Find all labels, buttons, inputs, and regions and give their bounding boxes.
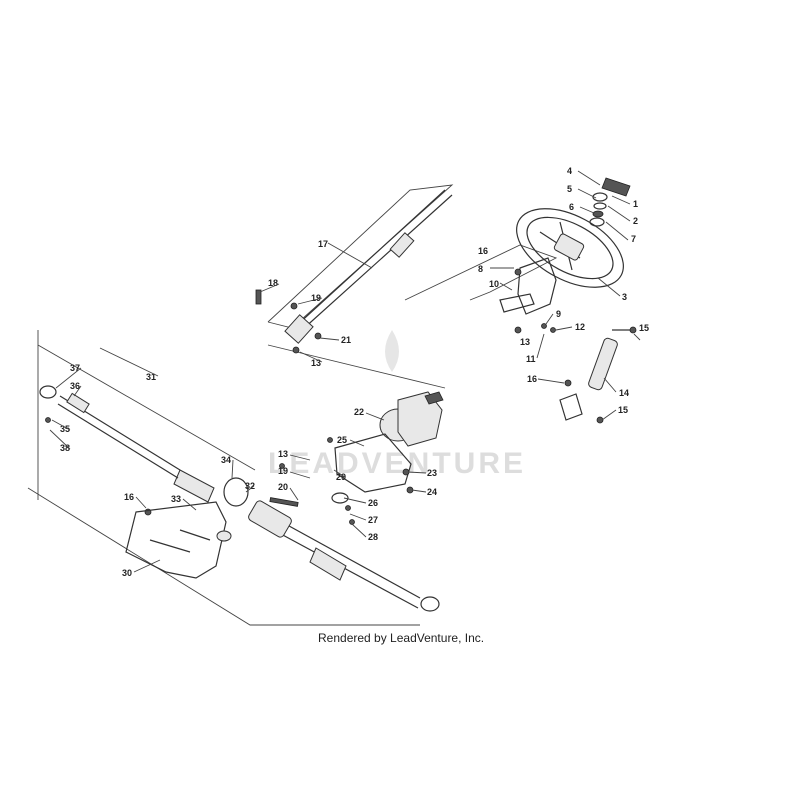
- callout-18: 18: [268, 278, 278, 288]
- steering-shaft: [255, 189, 453, 354]
- callout-4: 4: [567, 166, 572, 176]
- callout-38: 38: [60, 443, 70, 453]
- skid-plate: [125, 501, 232, 579]
- callout-13b: 13: [311, 358, 321, 368]
- callout-16a: 16: [478, 246, 488, 256]
- callout-15b: 15: [618, 405, 628, 415]
- callout-12: 12: [575, 322, 585, 332]
- callout-28: 28: [368, 532, 378, 542]
- flame-logo-icon: [385, 330, 399, 372]
- callout-19b: 19: [278, 466, 288, 476]
- callout-33: 33: [171, 494, 181, 504]
- callout-15a: 15: [639, 323, 649, 333]
- callout-30: 30: [122, 568, 132, 578]
- callout-22: 22: [354, 407, 364, 417]
- steering-damper: [559, 326, 637, 424]
- callout-10: 10: [489, 279, 499, 289]
- callout-5: 5: [567, 184, 572, 194]
- steering-rack: [39, 385, 440, 612]
- callout-21: 21: [341, 335, 351, 345]
- callout-24: 24: [427, 487, 437, 497]
- callout-13c: 13: [278, 449, 288, 459]
- callout-leaders: [49, 170, 641, 573]
- callout-14: 14: [619, 388, 629, 398]
- callout-2: 2: [633, 216, 638, 226]
- callout-20: 20: [278, 482, 288, 492]
- group-frames: [27, 184, 558, 626]
- callout-31: 31: [146, 372, 156, 382]
- power-steering-unit: [379, 391, 444, 447]
- frame-column: [404, 244, 558, 301]
- watermark: LEADVENTURE: [268, 330, 526, 480]
- callout-13a: 13: [520, 337, 530, 347]
- callout-7: 7: [631, 234, 636, 244]
- callout-19a: 19: [311, 293, 321, 303]
- rack-mount-bracket: [327, 433, 414, 525]
- callout-32: 32: [245, 481, 255, 491]
- callout-1: 1: [633, 199, 638, 209]
- callout-27: 27: [368, 515, 378, 525]
- watermark-text: LEADVENTURE: [268, 447, 526, 480]
- callout-23: 23: [427, 468, 437, 478]
- callout-35: 35: [60, 424, 70, 434]
- callout-11: 11: [526, 354, 536, 364]
- callout-16c: 16: [124, 492, 134, 502]
- callout-8: 8: [478, 264, 483, 274]
- frame-rack-bottom: [27, 487, 420, 626]
- callout-29: 29: [336, 472, 346, 482]
- callout-26: 26: [368, 498, 378, 508]
- callout-3: 3: [622, 292, 627, 302]
- callout-34: 34: [221, 455, 231, 465]
- render-credit: Rendered by LeadVenture, Inc.: [318, 631, 484, 645]
- callout-9: 9: [556, 309, 561, 319]
- frame-steering-shaft: [267, 184, 454, 329]
- callout-36: 36: [70, 381, 80, 391]
- callout-16b: 16: [527, 374, 537, 384]
- column-bracket: [499, 257, 557, 334]
- callout-25: 25: [337, 435, 347, 445]
- horn-cap-stack: [589, 177, 631, 227]
- callout-37: 37: [70, 363, 80, 373]
- callout-labels: 1 2 3 4 5 6 7 8 9 10 11 12 13 13 13 14 1…: [60, 166, 649, 578]
- callout-17: 17: [318, 239, 328, 249]
- callout-6: 6: [569, 202, 574, 212]
